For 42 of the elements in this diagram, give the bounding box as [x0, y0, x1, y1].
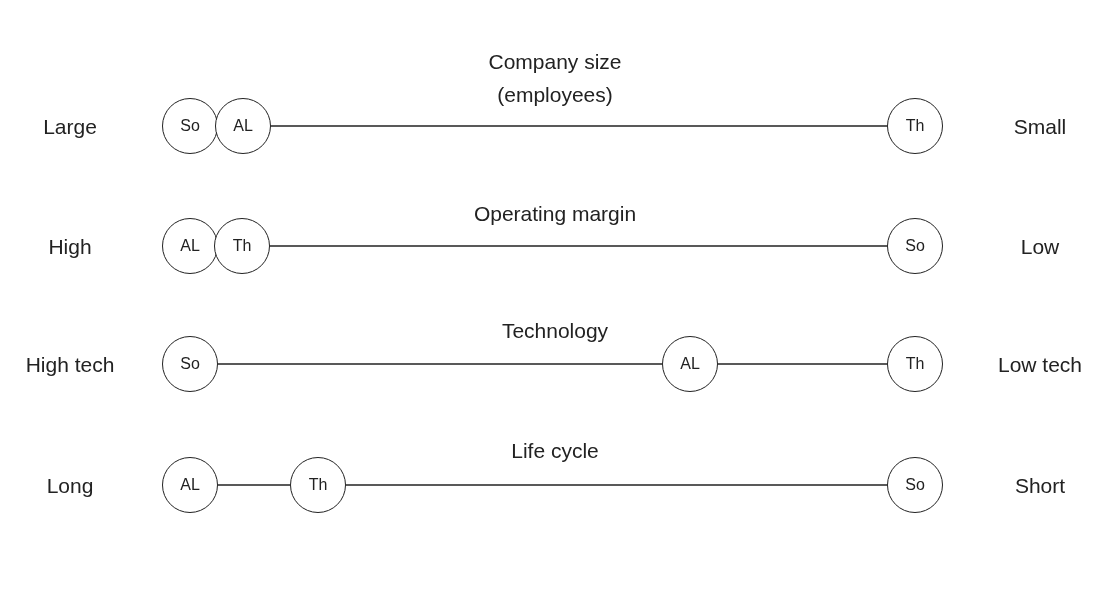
- scale-end-label: Low: [1020, 233, 1060, 260]
- circle-node: [887, 336, 943, 392]
- circle-node: [162, 98, 218, 154]
- connector-line: [345, 484, 888, 486]
- scale-end-label: Low tech: [997, 351, 1083, 378]
- axis-title: Operating margin: [473, 200, 637, 227]
- circle-node: [887, 98, 943, 154]
- connector-line: [217, 484, 291, 486]
- node-label: AL: [680, 355, 700, 373]
- node-label: AL: [180, 476, 200, 494]
- node-label: So: [180, 117, 200, 135]
- node-label: Th: [232, 237, 252, 255]
- node-label: Th: [905, 117, 925, 135]
- connector-line: [269, 245, 888, 247]
- circle-node: [215, 98, 271, 154]
- scale-end-label: High: [48, 233, 92, 260]
- node-label: AL: [233, 117, 253, 135]
- circle-node: [290, 457, 346, 513]
- scale-end-label: Long: [46, 472, 94, 499]
- scale-end-label: Short: [1014, 472, 1066, 499]
- axis-title: Technology: [501, 317, 609, 344]
- axis-title: Company size (employees): [487, 49, 623, 108]
- scale-end-label: High tech: [25, 351, 115, 378]
- connector-line: [270, 125, 888, 127]
- circle-node: [162, 336, 218, 392]
- scale-end-label: Small: [1013, 113, 1067, 140]
- circle-node: [214, 218, 270, 274]
- circle-node: [887, 218, 943, 274]
- connector-line: [717, 363, 888, 365]
- axis-title: Life cycle: [511, 437, 599, 464]
- circle-node: [162, 218, 218, 274]
- node-label: Th: [905, 355, 925, 373]
- circle-node: [162, 457, 218, 513]
- connector-line: [217, 363, 663, 365]
- circle-node: [887, 457, 943, 513]
- node-label: So: [905, 237, 925, 255]
- node-label: So: [180, 355, 200, 373]
- node-label: So: [905, 476, 925, 494]
- node-label: AL: [180, 237, 200, 255]
- circle-node: [662, 336, 718, 392]
- node-label: Th: [308, 476, 328, 494]
- scale-end-label: Large: [43, 113, 97, 140]
